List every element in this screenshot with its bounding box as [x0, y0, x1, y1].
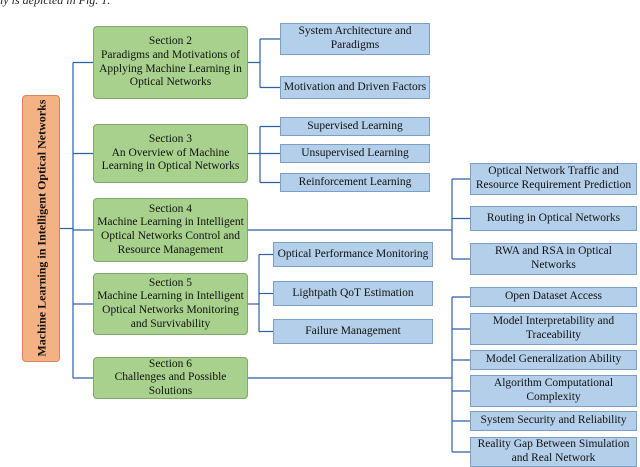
leaf-rwa-rsa: RWA and RSA in Optical Networks	[470, 243, 637, 275]
leaf-reality-gap: Reality Gap Between Simulation and Real …	[470, 437, 637, 467]
leaf-failure-management: Failure Management	[273, 319, 433, 344]
leaf-open-dataset: Open Dataset Access	[470, 287, 637, 307]
leaf-reinforcement-learning: Reinforcement Learning	[280, 173, 430, 192]
leaf-model-generalization: Model Generalization Ability	[470, 350, 637, 370]
section-2-box: Section 2 Paradigms and Motivations of A…	[93, 26, 248, 99]
leaf-routing: Routing in Optical Networks	[470, 206, 637, 231]
leaf-system-architecture: System Architecture and Paradigms	[280, 23, 430, 55]
caption-fragment: ly is depicted in Fig. 1.	[0, 0, 111, 7]
root-node: Machine Learning in Intelligent Optical …	[22, 95, 60, 362]
leaf-system-security: System Security and Reliability	[470, 411, 637, 431]
leaf-model-interpretability: Model Interpretability and Traceability	[470, 313, 637, 345]
leaf-supervised-learning: Supervised Learning	[280, 117, 430, 136]
leaf-unsupervised-learning: Unsupervised Learning	[280, 144, 430, 163]
leaf-algorithm-complexity: Algorithm Computational Complexity	[470, 375, 637, 407]
root-label: Machine Learning in Intelligent Optical …	[33, 100, 48, 357]
section-5-box: Section 5 Machine Learning in Intelligen…	[93, 273, 248, 335]
leaf-lightpath-qot: Lightpath QoT Estimation	[273, 281, 433, 306]
leaf-traffic-prediction: Optical Network Traffic and Resource Req…	[470, 163, 637, 195]
leaf-motivation: Motivation and Driven Factors	[280, 76, 430, 99]
section-3-box: Section 3 An Overview of Machine Learnin…	[93, 124, 248, 183]
section-4-box: Section 4 Machine Learning in Intelligen…	[93, 198, 248, 262]
leaf-optical-performance-monitoring: Optical Performance Monitoring	[273, 242, 433, 267]
section-6-box: Section 6 Challenges and Possible Soluti…	[93, 357, 248, 399]
